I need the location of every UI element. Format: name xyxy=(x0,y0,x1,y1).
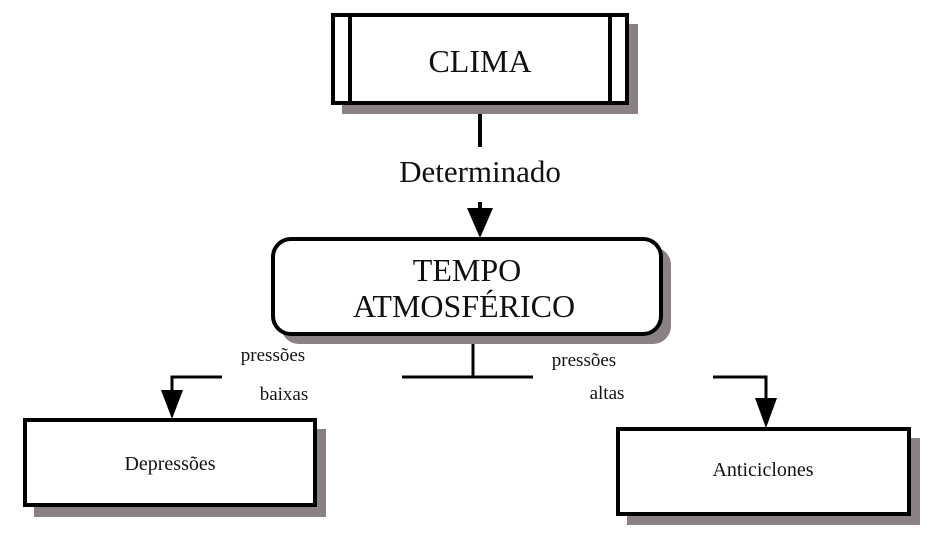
edge-tempo-depressoes: pressões baixas xyxy=(161,345,308,419)
node-label-line1: TEMPO xyxy=(413,252,521,288)
node-tempo-atmosferico[interactable]: TEMPO ATMOSFÉRICO xyxy=(271,237,671,344)
node-box xyxy=(271,237,663,336)
edge-label-line1: pressões xyxy=(552,350,616,371)
edge-line xyxy=(713,375,768,400)
node-box xyxy=(331,13,629,105)
node-clima[interactable]: CLIMA xyxy=(331,13,638,114)
node-depressoes[interactable]: Depressões xyxy=(23,418,326,517)
edge-clima-tempo: Determinado xyxy=(399,114,561,238)
node-label: Anticiclones xyxy=(712,459,813,481)
node-label-line2: ATMOSFÉRICO xyxy=(353,288,575,324)
edge-label-line2: baixas xyxy=(260,384,309,405)
edge-label-line1: pressões xyxy=(241,345,305,366)
node-label: CLIMA xyxy=(428,43,531,79)
arrowhead-icon xyxy=(467,208,493,238)
arrowhead-icon xyxy=(755,398,777,428)
node-anticiclones[interactable]: Anticiclones xyxy=(616,427,920,525)
edge-tempo-anticiclones: pressões altas xyxy=(552,350,777,428)
edge-line xyxy=(170,375,222,392)
node-box xyxy=(23,418,317,507)
branch-connector xyxy=(402,344,533,379)
arrowhead-icon xyxy=(161,390,183,419)
edge-label-line2: altas xyxy=(590,383,625,404)
edge-label: Determinado xyxy=(399,154,561,189)
node-box xyxy=(616,427,911,516)
node-label: Depressões xyxy=(124,453,215,475)
